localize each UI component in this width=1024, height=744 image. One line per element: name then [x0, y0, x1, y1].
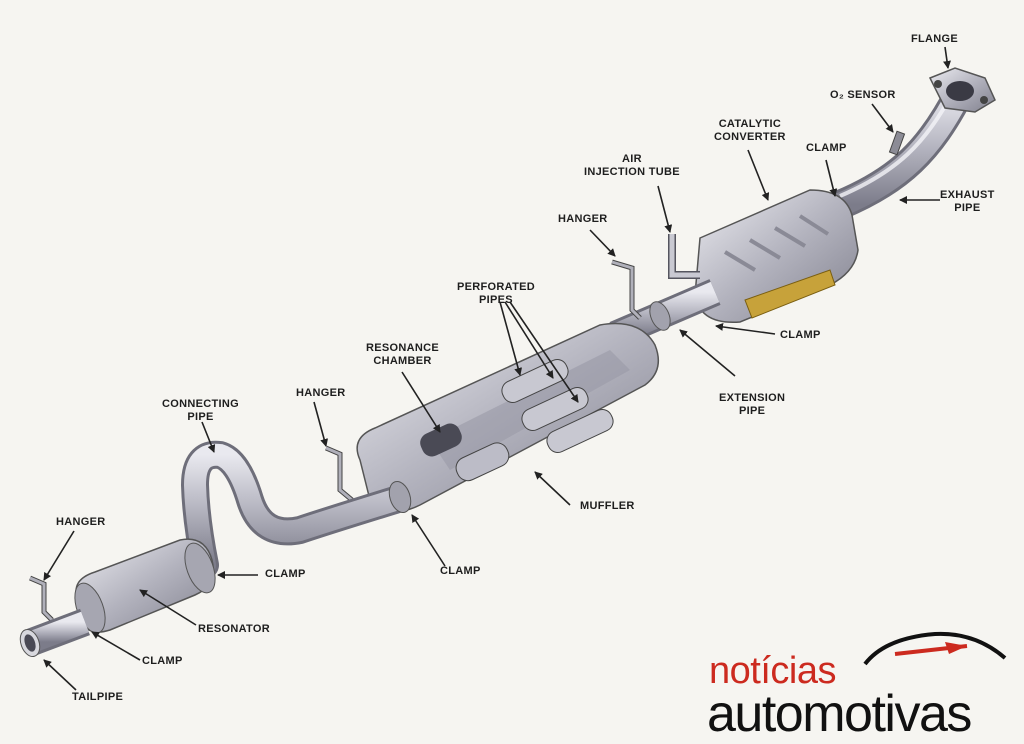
hanger-upper [611, 259, 642, 320]
arrow-perforated-1 [499, 301, 523, 376]
arrow-tailpipe [43, 659, 77, 691]
label-perforated-pipes: PERFORATED PIPES [457, 281, 535, 307]
label-resonator: RESONATOR [198, 623, 270, 635]
label-extension-line2: PIPE [739, 405, 766, 417]
logo-line2: automotivas [707, 685, 972, 743]
arrow-clamp-upper [825, 159, 838, 197]
logo-line1: notícias [709, 650, 836, 692]
arrow-clamp-rear [91, 631, 141, 661]
label-hanger-rear: HANGER [56, 516, 106, 528]
label-connecting-line1: CONNECTING [162, 398, 239, 410]
label-air-line1: AIR [622, 153, 642, 165]
label-air-line2: INJECTION TUBE [584, 166, 680, 178]
label-clamp-catalytic: CLAMP [780, 329, 821, 341]
label-catalytic-converter: CATALYTIC CONVERTER [714, 118, 786, 144]
label-perforated-line2: PIPES [479, 294, 513, 306]
o2-sensor [888, 130, 906, 156]
arrow-hanger-middle [313, 401, 329, 447]
arrow-clamp-catalytic [715, 322, 776, 335]
label-catalytic-line2: CONVERTER [714, 131, 786, 143]
tailpipe [19, 608, 90, 658]
air-injection-tube [668, 234, 700, 279]
label-extension-pipe: EXTENSION PIPE [719, 392, 785, 418]
label-clamp-upper: CLAMP [806, 142, 847, 154]
label-resonance-chamber: RESONANCE CHAMBER [366, 342, 439, 368]
arrow-o2-sensor [871, 103, 894, 133]
label-exhaust-line2: PIPE [954, 202, 981, 214]
label-air-injection-tube: AIR INJECTION TUBE [584, 153, 680, 179]
label-catalytic-line1: CATALYTIC [718, 118, 782, 130]
arrow-perforated-2 [504, 301, 554, 379]
label-clamp-muffler: CLAMP [440, 565, 481, 577]
arrow-flange [943, 46, 951, 69]
label-muffler: MUFFLER [580, 500, 635, 512]
label-clamp-rear: CLAMP [142, 655, 183, 667]
arrow-hanger-upper [589, 229, 616, 257]
catalytic-converter [694, 189, 859, 324]
label-o2-sensor: O₂ SENSOR [830, 89, 896, 101]
label-hanger-upper: HANGER [558, 213, 608, 225]
label-hanger-middle: HANGER [296, 387, 346, 399]
label-flange: FLANGE [911, 33, 959, 45]
noticias-automotivas-logo: notícias automotivas [705, 631, 1017, 743]
arrow-resonator [139, 589, 197, 626]
label-connecting-pipe: CONNECTING PIPE [162, 398, 239, 424]
arrow-clamp-muffler [411, 514, 446, 567]
arrow-hanger-rear [43, 530, 75, 581]
arrow-connecting-pipe [201, 421, 216, 453]
label-resonance-line1: RESONANCE [366, 342, 439, 354]
arrow-muffler [534, 471, 571, 506]
arrow-resonance-chamber [401, 371, 441, 433]
label-tailpipe: TAILPIPE [72, 691, 124, 703]
leader-lines [43, 46, 951, 691]
flange [928, 67, 996, 113]
resonator [74, 538, 216, 634]
label-perforated-line1: PERFORATED [457, 281, 535, 293]
arrow-extension-pipe [679, 329, 736, 377]
label-resonance-line2: CHAMBER [373, 355, 432, 367]
label-connecting-line2: PIPE [187, 411, 214, 423]
arrow-air-injection-tube [657, 185, 673, 233]
label-exhaust-line1: EXHAUST [940, 189, 995, 201]
resonance-chamber [420, 423, 510, 482]
connecting-pipe [180, 440, 412, 579]
arrow-perforated-3 [509, 301, 579, 403]
label-exhaust-pipe: EXHAUST PIPE [940, 189, 995, 215]
hanger-rear [29, 575, 54, 622]
label-extension-line1: EXTENSION [719, 392, 786, 404]
car-silhouette-icon [863, 631, 1007, 666]
label-clamp-resonator: CLAMP [265, 568, 306, 580]
arrow-catalytic-converter [747, 149, 770, 201]
hanger-middle [325, 445, 354, 502]
